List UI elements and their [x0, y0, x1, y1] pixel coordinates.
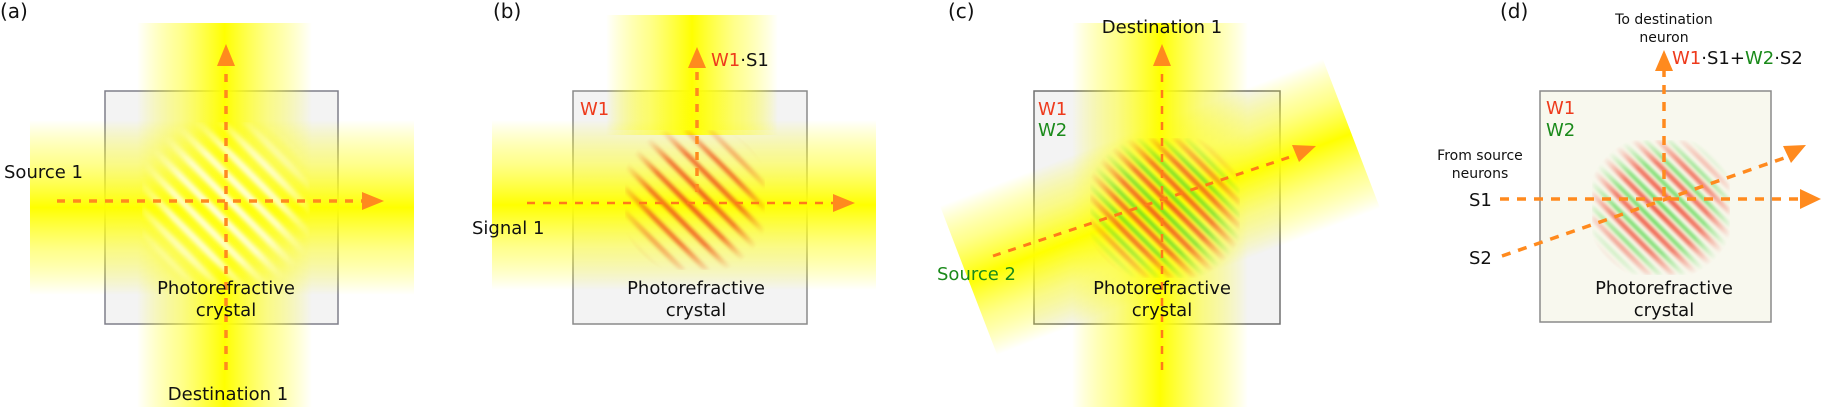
- weight-term: W1: [711, 50, 740, 71]
- panel-d: (d) To destination neuron W1·S1+W2·S2 W1…: [1437, 0, 1821, 323]
- weight1-label: W1: [1038, 99, 1067, 120]
- crystal-label: crystal: [666, 300, 726, 321]
- arrow-right-icon: [833, 194, 855, 212]
- weight2-label: W2: [1546, 120, 1575, 141]
- source-label: Source 1: [4, 162, 83, 183]
- signal-label: Signal 1: [472, 218, 544, 239]
- destination-label: Destination 1: [1102, 17, 1222, 38]
- weight1-label: W1: [1546, 98, 1575, 119]
- crystal-label: Photorefractive: [1595, 278, 1733, 299]
- panel-a: (a) Source 1 Photorefractive crystal Des…: [0, 0, 414, 407]
- crystal-label: Photorefractive: [1093, 278, 1231, 299]
- crystal-label: Photorefractive: [157, 278, 295, 299]
- source2-label: Source 2: [937, 264, 1016, 285]
- weight1-term: W1: [1672, 48, 1701, 69]
- arrow-up-icon: [1655, 50, 1673, 71]
- crystal-label: crystal: [196, 300, 256, 321]
- arrow-right-icon: [362, 192, 384, 210]
- source2-ray: [992, 150, 1306, 258]
- arrow-up-right-icon: [1292, 145, 1316, 162]
- panel-b: (b) W1·S1 W1 Signal 1 Photorefractive cr…: [472, 0, 876, 325]
- grating: [625, 130, 765, 270]
- panel-label: (b): [493, 0, 521, 23]
- panel-label: (d): [1500, 0, 1528, 23]
- output-label: W1·S1: [711, 50, 769, 71]
- s2-label: S2: [1469, 248, 1492, 269]
- crystal-label: Photorefractive: [627, 278, 765, 299]
- panel-label: (a): [0, 0, 28, 23]
- arrow-up-icon: [1153, 44, 1171, 66]
- grating: [1592, 140, 1730, 275]
- grating: [1090, 138, 1240, 278]
- signal-term: ·S1: [740, 50, 769, 71]
- crystal-label: crystal: [1634, 300, 1694, 321]
- from-source-label: From source: [1437, 148, 1523, 164]
- to-destination-label: neuron: [1639, 30, 1688, 46]
- panel-c: (c) Destination 1 W1 W2 Source 2 Photore…: [937, 0, 1381, 407]
- s1-label: S1: [1469, 190, 1492, 211]
- weight2-term: W2: [1745, 48, 1774, 69]
- arrow-right-icon: [1800, 189, 1821, 209]
- arrow-up-icon: [217, 44, 235, 66]
- crystal-label: crystal: [1132, 300, 1192, 321]
- weight-label: W1: [580, 99, 609, 120]
- arrow-up-right-icon: [1783, 145, 1806, 163]
- to-destination-label: To destination: [1614, 12, 1713, 28]
- s1-term: ·S1+: [1701, 48, 1745, 69]
- destination-label: Destination 1: [168, 384, 288, 405]
- output-sum-label: W1·S1+W2·S2: [1672, 48, 1803, 69]
- weight2-label: W2: [1038, 120, 1067, 141]
- panel-label: (c): [948, 0, 975, 23]
- s2-term: ·S2: [1774, 48, 1803, 69]
- arrow-up-icon: [688, 47, 706, 68]
- from-source-label: neurons: [1452, 166, 1509, 182]
